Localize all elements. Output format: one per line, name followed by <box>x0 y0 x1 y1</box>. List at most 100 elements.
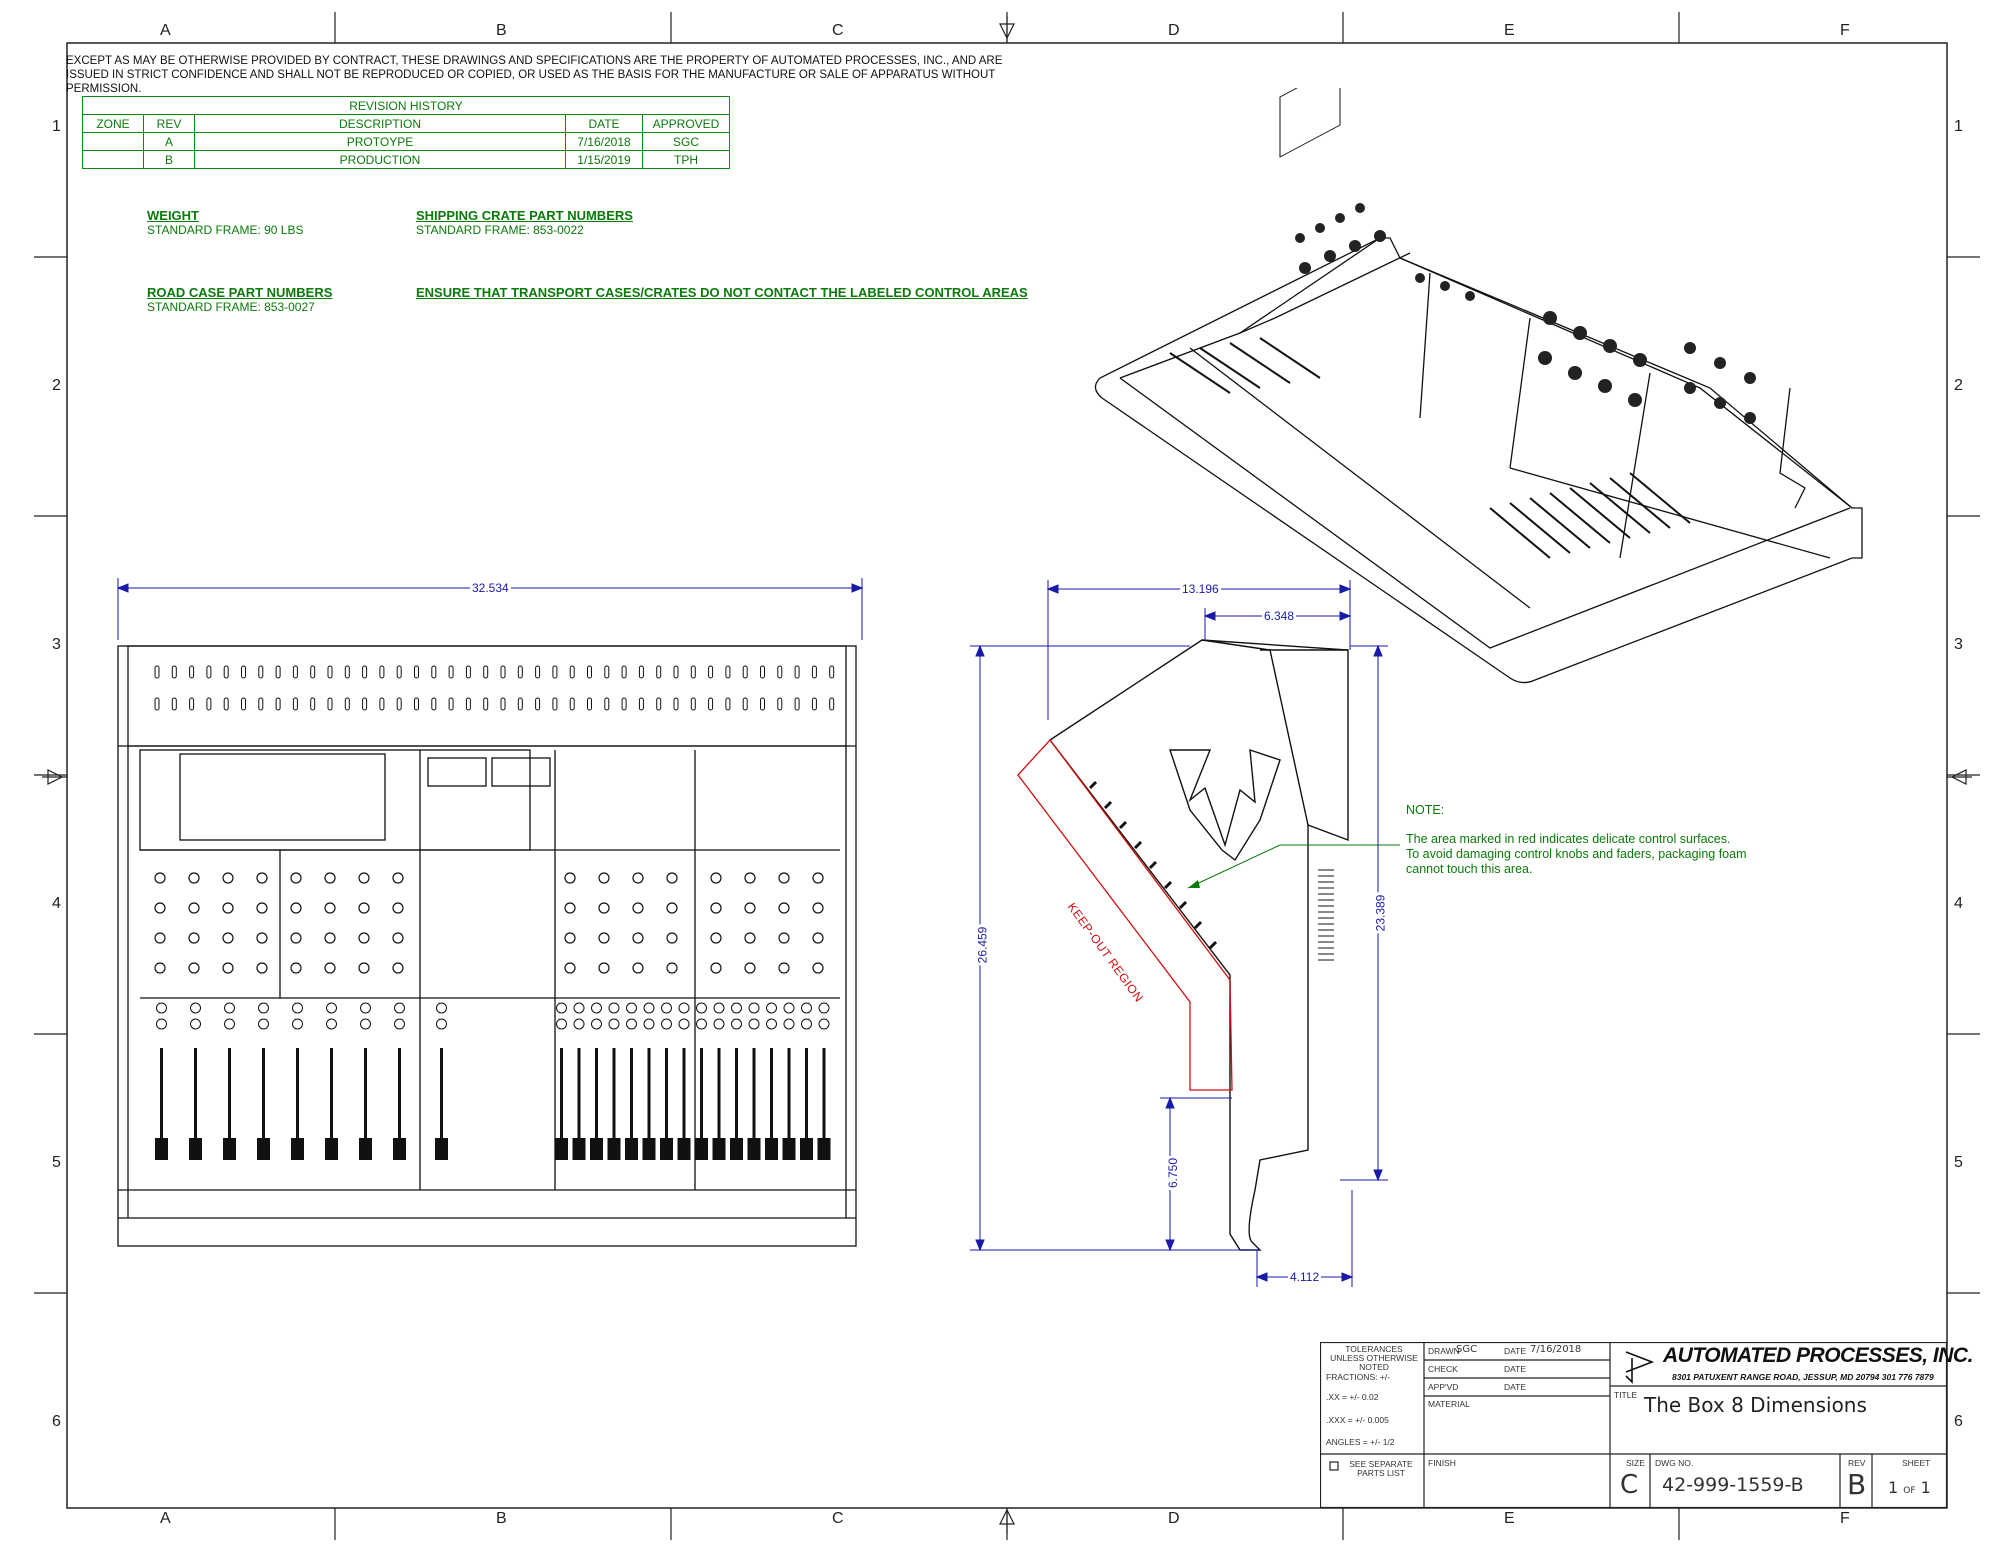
fader-track <box>805 1048 808 1158</box>
knob <box>666 902 678 914</box>
connector-slot <box>829 697 835 711</box>
knob <box>632 932 644 944</box>
fader-cap <box>155 1138 168 1160</box>
fader-track <box>682 1048 686 1158</box>
check-date-label: DATE <box>1504 1364 1527 1374</box>
dim-side-depth: 13.196 <box>1180 582 1221 596</box>
button <box>190 1018 201 1030</box>
connector-slot <box>638 665 644 679</box>
connector-slot <box>223 665 229 679</box>
connector-slot <box>206 697 212 711</box>
connector-slot <box>241 697 246 711</box>
sheet-number: 1 <box>1888 1478 1899 1497</box>
zone-col-d-top: D <box>1168 22 1180 39</box>
button <box>801 1002 812 1014</box>
title-block-grid <box>1320 1342 1947 1508</box>
button <box>360 1018 371 1030</box>
button <box>156 1018 167 1030</box>
fader-track <box>822 1048 826 1158</box>
connector-slot <box>465 665 471 679</box>
knob <box>188 872 200 884</box>
zone-row-5-right: 5 <box>1954 1154 1963 1171</box>
knob <box>222 962 234 974</box>
knob <box>222 872 234 884</box>
knob <box>154 872 166 884</box>
connector-slot <box>690 665 696 679</box>
knob <box>744 872 756 884</box>
connector-slot <box>604 665 610 679</box>
company-name: AUTOMATED PROCESSES, INC. <box>1663 1344 1973 1367</box>
knob <box>744 932 756 944</box>
connector-slot <box>171 665 177 679</box>
fader-cap <box>607 1138 621 1160</box>
knob <box>598 932 610 944</box>
check-label: CHECK <box>1428 1364 1458 1374</box>
knob <box>188 902 200 914</box>
button <box>573 1002 585 1014</box>
connector-slot <box>811 665 817 679</box>
button <box>608 1018 620 1030</box>
knob <box>564 872 576 884</box>
connector-slot <box>379 697 385 711</box>
size-value: C <box>1620 1470 1639 1500</box>
button <box>696 1018 707 1030</box>
button <box>643 1002 655 1014</box>
sheet-label: SHEET <box>1902 1458 1931 1468</box>
tolerances-title: TOLERANCES UNLESS OTHERWISE NOTED <box>1330 1344 1418 1372</box>
weight-block: WEIGHT STANDARD FRAME: 90 LBS <box>147 208 303 237</box>
connector-slot <box>362 697 368 711</box>
knob <box>710 902 722 914</box>
knob <box>290 932 302 944</box>
knob <box>256 962 268 974</box>
rev-cell-description: PROTOYPE <box>194 132 566 151</box>
zone-col-b-top: B <box>496 22 507 39</box>
connector-slot <box>379 665 385 679</box>
isometric-view <box>1094 88 1863 684</box>
button <box>591 1018 602 1030</box>
knob <box>778 932 790 944</box>
finish-label: FINISH <box>1428 1458 1456 1468</box>
fader-cap <box>325 1138 338 1160</box>
fader-track <box>647 1048 651 1158</box>
connector-slot <box>535 665 541 679</box>
dim-side-top: 6.348 <box>1262 609 1297 623</box>
knob <box>598 902 610 914</box>
weight-heading: WEIGHT <box>147 208 199 223</box>
tol-angles: ANGLES = +/- 1/2 <box>1326 1437 1395 1447</box>
knob <box>710 932 722 944</box>
connector-slot <box>396 665 402 679</box>
transport-warning: ENSURE THAT TRANSPORT CASES/CRATES DO NO… <box>416 285 1028 300</box>
connector-slot <box>690 697 696 711</box>
zone-row-1-left: 1 <box>52 118 61 135</box>
knob <box>392 902 404 914</box>
connector-slot <box>656 665 662 679</box>
fader-cap <box>730 1138 743 1160</box>
connector-slot <box>275 697 281 711</box>
fader-cap <box>712 1138 726 1160</box>
connector-slot <box>154 697 160 711</box>
button <box>713 1018 725 1030</box>
fader-track <box>560 1048 563 1158</box>
fader-cap <box>677 1138 691 1160</box>
zone-row-5-left: 5 <box>52 1154 61 1171</box>
knob <box>324 962 336 974</box>
fader-track <box>630 1048 633 1158</box>
fader-track <box>228 1048 231 1158</box>
rev-cell-date: 1/15/2019 <box>565 150 643 169</box>
dim-side-bottom: 4.112 <box>1288 1270 1322 1284</box>
road-case-value: STANDARD FRAME: 853-0027 <box>147 300 315 314</box>
crate-heading: SHIPPING CRATE PART NUMBERS <box>416 208 633 223</box>
knob <box>632 962 644 974</box>
button <box>573 1018 585 1030</box>
zone-col-a-top: A <box>160 22 171 39</box>
connector-slot <box>742 665 748 679</box>
connector-slot <box>760 697 765 711</box>
note-block: NOTE: The area marked in red indicates d… <box>1406 803 1747 877</box>
knob <box>324 872 336 884</box>
size-label: SIZE <box>1626 1458 1645 1468</box>
connector-slot <box>725 697 731 711</box>
title-label: TITLE <box>1614 1390 1638 1400</box>
knob <box>598 962 610 974</box>
road-case-heading: ROAD CASE PART NUMBERS <box>147 285 333 300</box>
knob <box>392 932 404 944</box>
